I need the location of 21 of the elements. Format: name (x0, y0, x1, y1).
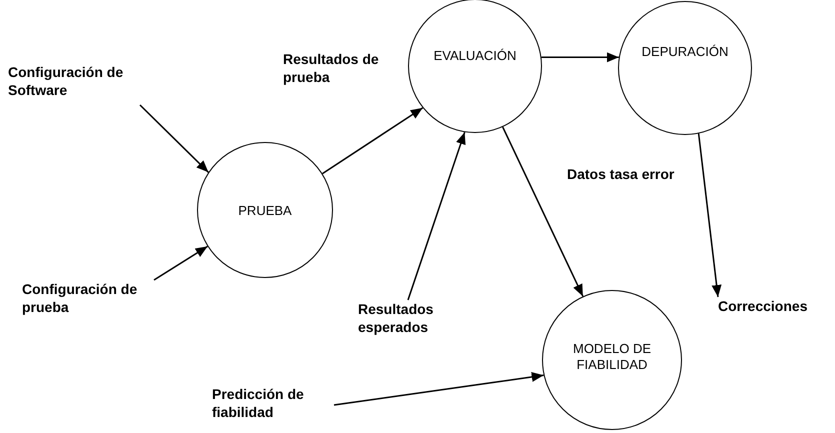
arrow (334, 372, 544, 406)
arrow (698, 134, 722, 298)
process-circle (542, 290, 682, 430)
process-circle (197, 142, 333, 278)
node-label: PRUEBA (238, 203, 292, 219)
node-label: Resultados esperados (358, 300, 434, 336)
arrow (407, 132, 466, 300)
node-label: Configuración de Software (8, 63, 124, 100)
arrow (322, 107, 424, 174)
arrow (139, 104, 209, 173)
node-label: DEPURACIÓN (642, 44, 728, 60)
process-circle (618, 1, 752, 135)
arrow (541, 52, 619, 62)
node-label: Correcciones (718, 297, 808, 316)
process-circle (408, 0, 542, 133)
node-label: Predicción de fiabilidad (212, 385, 305, 422)
arrow (154, 246, 208, 281)
arrow (502, 126, 584, 297)
node-label: Configuración de prueba (22, 280, 138, 316)
node-label: MODELO DE FIABILIDAD (572, 341, 652, 372)
node-label: EVALUACIÓN (434, 48, 516, 64)
